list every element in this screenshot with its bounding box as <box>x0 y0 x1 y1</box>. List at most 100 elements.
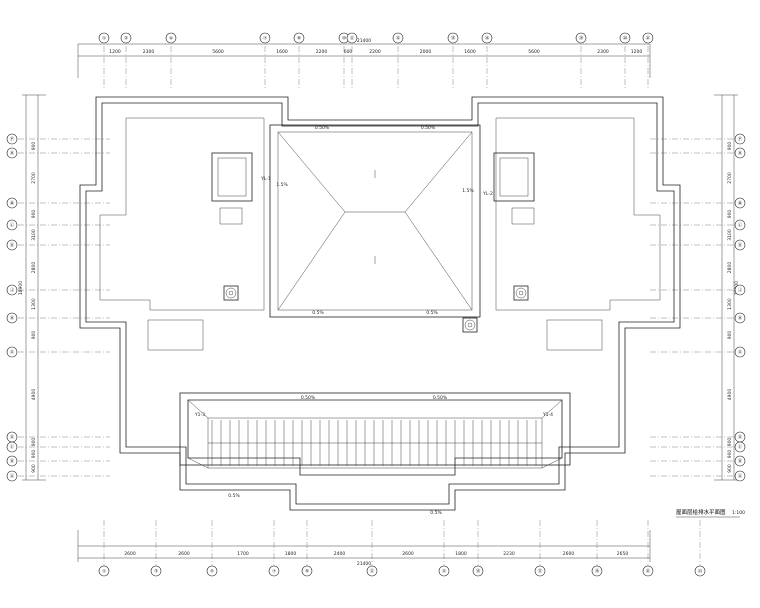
dimension-bottom: 2400 <box>334 551 346 557</box>
axis-bubble-bottom-label: ⑤ <box>210 569 214 575</box>
axis-bubble-bottom-label: ③ <box>154 569 158 575</box>
axis-bubble-left: Ⓜ <box>6 197 18 209</box>
axis-bubble-bottom-label: ⑦ <box>272 569 276 575</box>
axis-bubble-right: Ⓗ <box>734 312 746 324</box>
axis-bubble-top: ⑫ <box>392 32 404 44</box>
axis-bubble-left-label: Ⓙ <box>10 287 15 294</box>
axis-bubble-left: Ⓓ <box>6 431 18 443</box>
dimension-top: 2300 <box>143 49 155 55</box>
axis-bubble-left: Ⓟ <box>6 133 18 145</box>
axis-bubble-left-label: Ⓓ <box>10 434 15 441</box>
axis-bubble-bottom: ① <box>98 565 110 577</box>
dimension-top: 1600 <box>276 49 288 55</box>
dimension-right: 3100 <box>727 229 733 241</box>
top-dimension-line: 21400 <box>77 38 651 78</box>
dimension-top: 1600 <box>464 49 476 55</box>
axis-bubble-bottom: ⑮ <box>472 565 484 577</box>
axis-bubble-top: ⑲ <box>575 32 587 44</box>
total-dimension-top: 21400 <box>357 38 371 44</box>
pipe-label: Y1-4 <box>542 412 553 418</box>
left-dimension-line: 18900 <box>18 94 46 481</box>
axis-bubble-bottom-label: ㉑ <box>646 568 651 575</box>
axis-bubble-left-label: Ⓜ <box>10 200 15 207</box>
dimension-bottom: 2650 <box>617 551 629 557</box>
axis-bubble-bottom-label: ⑮ <box>476 568 481 575</box>
axis-bubble-left: Ⓝ <box>6 147 18 159</box>
axis-bubble-top-label: ⑯ <box>485 35 490 42</box>
axis-bubble-top: ② <box>120 32 132 44</box>
slope-label: 0.5% <box>228 493 240 499</box>
axis-bubble-bottom-label: ⑲ <box>595 568 600 575</box>
dimension-right: 900 <box>727 450 733 459</box>
dimension-left: 2700 <box>31 172 37 184</box>
dimension-right: 900 <box>727 464 733 473</box>
dimension-top: 2000 <box>420 49 432 55</box>
axis-bubble-left-label: Ⓝ <box>10 150 15 157</box>
dimension-left: 2800 <box>31 262 37 274</box>
dimension-top: 5600 <box>212 49 224 55</box>
roof-tiles <box>208 420 542 466</box>
dimension-top: 5600 <box>528 49 540 55</box>
axis-bubble-top: ⑯ <box>481 32 493 44</box>
roof-drain-icon <box>513 285 529 301</box>
axis-bubble-top-label: ① <box>102 36 106 42</box>
pipe-label: YL-2 <box>482 191 493 197</box>
axis-bubble-right: Ⓒ <box>734 441 746 453</box>
axis-bubble-left-label: Ⓐ <box>10 473 15 480</box>
axis-bubble-bottom: ⑤ <box>206 565 218 577</box>
axis-bubble-top: ㉑ <box>642 32 654 44</box>
roof-outline <box>79 96 681 511</box>
dimension-right: 4900 <box>727 389 733 401</box>
dimension-left: 900 <box>31 438 37 447</box>
axis-bubble-top: ⑧ <box>293 32 305 44</box>
axis-bubble-right: Ⓙ <box>734 284 746 296</box>
axis-bubble-bottom: ⑪ <box>366 565 378 577</box>
axis-bubble-left: Ⓐ <box>6 470 18 482</box>
roof-drain-icon <box>223 285 239 301</box>
axis-bubble-top-label: ⑦ <box>263 36 267 42</box>
dimension-top: 600 <box>344 49 353 55</box>
drawing-scale: 1:100 <box>732 510 745 516</box>
axis-bubble-top-label: ⑪ <box>350 35 355 42</box>
axis-bubble-top-label: ⑮ <box>451 35 456 42</box>
dimension-right: 2700 <box>727 172 733 184</box>
axis-bubble-top-label: ④ <box>169 36 173 42</box>
dimension-top: 1200 <box>631 49 643 55</box>
axis-bubble-bottom: ⑨ <box>301 565 313 577</box>
slope-label: 0.50% <box>301 395 316 401</box>
axis-bubble-bottom: ㉓ <box>694 565 706 577</box>
axis-bubble-right-label: Ⓝ <box>738 150 743 157</box>
pipe-label: YL-1 <box>260 176 271 182</box>
central-hip-roof <box>269 124 481 318</box>
axis-grid <box>18 46 742 566</box>
pipe-label: Y1-3 <box>194 412 205 418</box>
axis-bubble-right-label: Ⓚ <box>738 242 743 249</box>
axis-bubble-right-label: Ⓖ <box>738 349 743 356</box>
front-tile-roof <box>179 392 571 476</box>
axis-bubble-top-label: ② <box>124 36 128 42</box>
dimension-top: 2200 <box>316 49 328 55</box>
axis-bubble-right-label: Ⓗ <box>738 315 743 322</box>
axis-bubble-right: Ⓟ <box>734 133 746 145</box>
axis-bubble-right-label: Ⓒ <box>738 444 743 451</box>
axis-bubble-right-label: Ⓜ <box>738 200 743 207</box>
dimension-left: 3100 <box>31 229 37 241</box>
slope-label: 0.50% <box>433 395 448 401</box>
axis-bubble-right-label: Ⓐ <box>738 473 743 480</box>
bottom-dimension-line: 21400 <box>77 530 651 567</box>
axis-bubble-top-label: ㉑ <box>646 35 651 42</box>
axis-bubble-bottom-label: ㉓ <box>698 568 703 575</box>
axis-bubble-top-label: ⑳ <box>623 35 628 42</box>
axis-bubble-left-label: Ⓖ <box>10 349 15 356</box>
axis-bubble-left-label: Ⓟ <box>10 136 15 143</box>
axis-bubble-left-label: Ⓛ <box>10 222 15 229</box>
slope-label: 0.50% <box>421 125 436 131</box>
slope-label: 1.5% <box>462 188 474 194</box>
dimension-left: 900 <box>31 142 37 151</box>
dimension-right: 900 <box>727 142 733 151</box>
axis-bubble-bottom: ③ <box>150 565 162 577</box>
axis-bubble-top-label: ⑧ <box>297 36 301 42</box>
dimension-right: 2800 <box>727 262 733 274</box>
axis-bubble-bottom-label: ① <box>102 569 106 575</box>
